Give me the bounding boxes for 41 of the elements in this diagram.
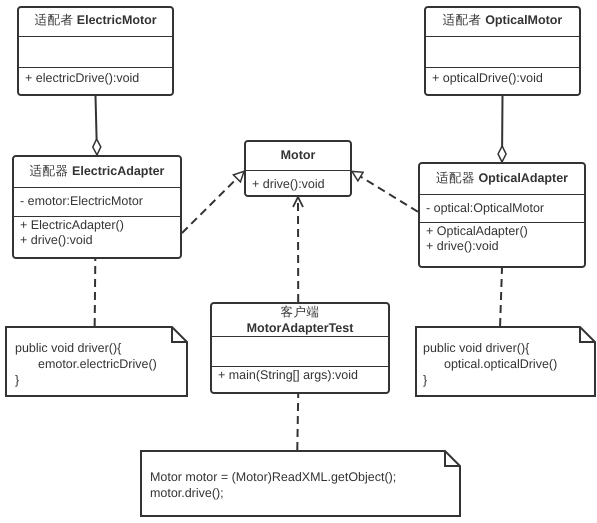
class-member: + drive():void xyxy=(425,239,500,254)
class-member: - optical:OpticalMotor xyxy=(425,201,546,216)
class-box xyxy=(12,155,182,259)
note-box xyxy=(140,450,461,517)
aggregation-line xyxy=(497,96,507,163)
note-box xyxy=(415,326,596,397)
class-member: + main(String[] args):void xyxy=(217,368,359,383)
class-name: 适配器 OpticalAdapter xyxy=(434,171,570,186)
note-text: public void driver(){ xyxy=(15,340,122,356)
class-member: + opticalDrive():void xyxy=(431,71,544,86)
arrow xyxy=(181,170,245,234)
class-member: + drive():void xyxy=(251,177,326,192)
note-connector xyxy=(499,268,503,326)
class-member: - emotor:ElectricMotor xyxy=(19,194,144,209)
note-text: emotor.electricDrive() xyxy=(38,356,157,372)
class-box xyxy=(17,6,174,96)
class-box xyxy=(210,302,390,394)
note-text: public void driver(){ xyxy=(423,340,530,356)
class-member: + ElectricAdapter() xyxy=(19,218,125,233)
note-connector xyxy=(94,258,96,326)
aggregation-line xyxy=(92,96,102,156)
note-connector xyxy=(296,394,300,450)
class-name: 客户端 MotorAdapterTest xyxy=(246,304,354,336)
class-name: 适配者 ElectricMotor xyxy=(33,13,158,28)
arrow xyxy=(351,170,419,213)
note-text: Motor motor = (Motor)ReadXML.getObject(); xyxy=(150,469,396,485)
note-text: optical.opticalDrive() xyxy=(444,356,558,372)
note-text: } xyxy=(423,372,428,388)
note-text: } xyxy=(15,372,20,388)
arrow xyxy=(292,196,304,302)
class-name: Motor xyxy=(280,148,316,163)
class-member: + OpticalAdapter() xyxy=(425,224,529,239)
class-name: 适配器 ElectricAdapter xyxy=(28,164,166,179)
class-box xyxy=(418,162,586,268)
note-box xyxy=(5,326,188,397)
class-box xyxy=(424,6,581,96)
class-name: 适配者 OpticalMotor xyxy=(442,13,564,28)
class-member: + electricDrive():void xyxy=(24,71,140,86)
class-box xyxy=(244,140,352,197)
class-member: + drive():void xyxy=(19,233,94,248)
note-text: motor.drive(); xyxy=(150,485,224,501)
